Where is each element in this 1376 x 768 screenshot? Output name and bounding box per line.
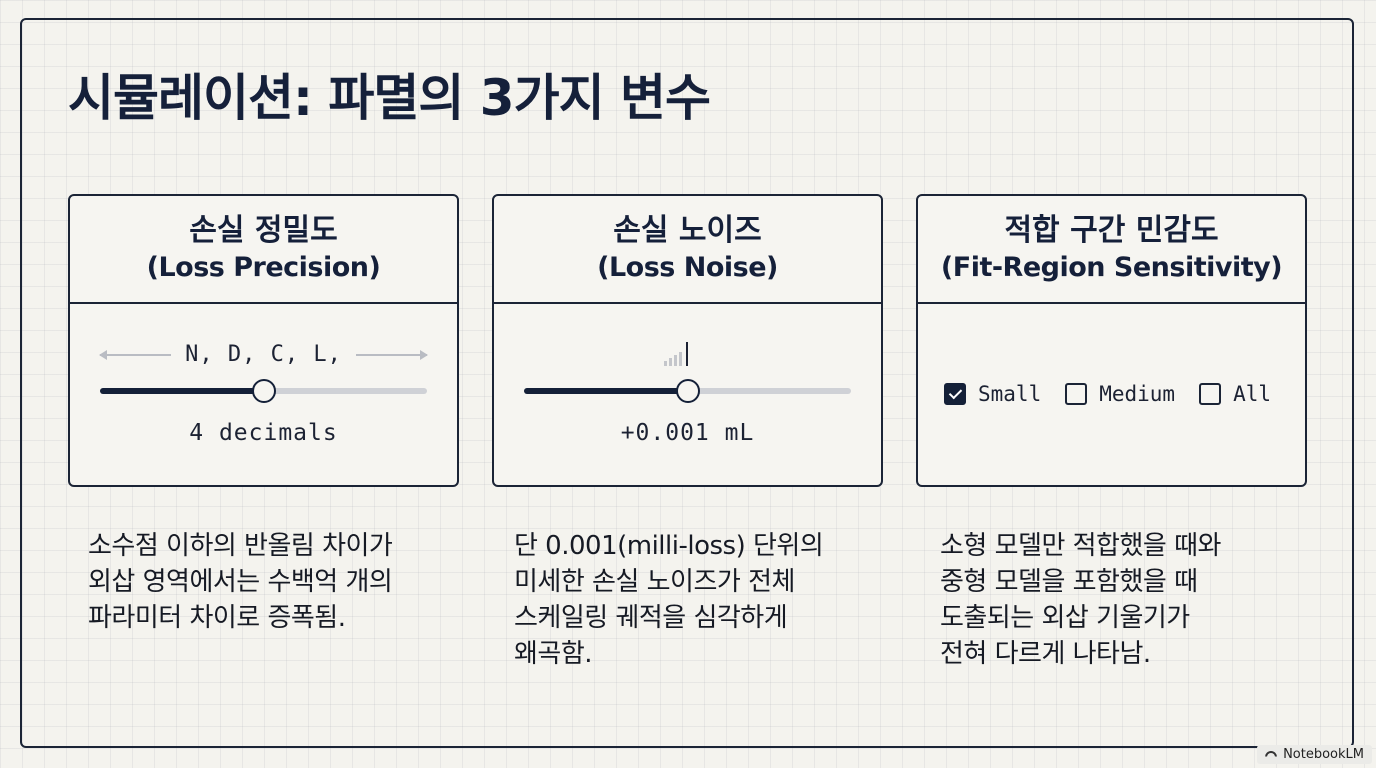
slider-fill bbox=[100, 388, 264, 394]
slider-fill bbox=[524, 388, 688, 394]
description-line: 소수점 이하의 반올림 차이가 bbox=[88, 531, 393, 561]
loss-noise-card: 손실 노이즈 (Loss Noise) +0.001 mL bbox=[492, 194, 883, 487]
brand-label: NotebookLM bbox=[1283, 747, 1364, 762]
noise-slider[interactable] bbox=[524, 379, 851, 403]
description-line: 외삽 영역에서는 수백억 개의 bbox=[88, 567, 393, 597]
description-line: 왜곡함. bbox=[514, 639, 593, 669]
description-line: 미세한 손실 노이즈가 전체 bbox=[514, 567, 795, 597]
small-checkbox[interactable] bbox=[944, 383, 966, 405]
description-line: 전혀 다르게 나타남. bbox=[940, 639, 1151, 669]
fit-region-card: 적합 구간 민감도 (Fit-Region Sensitivity) Small… bbox=[916, 194, 1307, 487]
option-medium[interactable]: Medium bbox=[1065, 382, 1175, 406]
description-line: 도출되는 외삽 기울기가 bbox=[940, 603, 1190, 633]
card-header: 손실 정밀도 (Loss Precision) bbox=[70, 196, 457, 304]
card-body: Small Medium All bbox=[918, 304, 1305, 485]
fit-region-description: 소형 모델만 적합했을 때와 중형 모델을 포함했을 때 도출되는 외삽 기울기… bbox=[940, 528, 1221, 672]
card-body: N, D, C, L, 4 decimals bbox=[70, 304, 457, 485]
signal-bars-icon bbox=[664, 342, 690, 366]
params-row: N, D, C, L, bbox=[98, 342, 429, 367]
option-small[interactable]: Small bbox=[944, 382, 1041, 406]
card-title-english: (Fit-Region Sensitivity) bbox=[940, 252, 1283, 283]
loss-precision-card: 손실 정밀도 (Loss Precision) N, D, C, L, 4 de… bbox=[68, 194, 459, 487]
description-line: 소형 모델만 적합했을 때와 bbox=[940, 531, 1221, 561]
card-title-korean: 적합 구간 민감도 bbox=[1004, 213, 1219, 248]
option-all[interactable]: All bbox=[1199, 382, 1271, 406]
precision-slider[interactable] bbox=[100, 379, 427, 403]
all-checkbox[interactable] bbox=[1199, 383, 1222, 405]
description-line: 스케일링 궤적을 심각하게 bbox=[514, 603, 788, 633]
card-body: +0.001 mL bbox=[494, 304, 881, 485]
medium-checkbox[interactable] bbox=[1065, 383, 1088, 405]
description-line: 파라미터 차이로 증폭됨. bbox=[88, 603, 346, 633]
loss-precision-description: 소수점 이하의 반올림 차이가 외삽 영역에서는 수백억 개의 파라미터 차이로… bbox=[88, 528, 393, 636]
option-label: All bbox=[1233, 382, 1272, 406]
noise-value: +0.001 mL bbox=[620, 420, 755, 446]
description-line: 단 0.001(milli-loss) 단위의 bbox=[514, 531, 824, 561]
option-label: Small bbox=[978, 382, 1042, 406]
loss-noise-description: 단 0.001(milli-loss) 단위의 미세한 손실 노이즈가 전체 스… bbox=[514, 528, 824, 672]
fit-region-options: Small Medium All bbox=[944, 382, 1289, 406]
page-title: 시뮬레이션: 파멸의 3가지 변수 bbox=[68, 69, 711, 127]
right-arrow-icon bbox=[355, 349, 429, 360]
card-title-korean: 손실 노이즈 bbox=[613, 213, 762, 248]
precision-value: 4 decimals bbox=[189, 420, 338, 446]
notebooklm-watermark: NotebookLM bbox=[1257, 745, 1372, 764]
card-title-english: (Loss Noise) bbox=[597, 252, 778, 283]
params-label: N, D, C, L, bbox=[185, 342, 342, 367]
slider-thumb[interactable] bbox=[251, 379, 276, 403]
card-title-english: (Loss Precision) bbox=[146, 252, 381, 283]
left-arrow-icon bbox=[98, 349, 172, 360]
notebooklm-logo-icon bbox=[1265, 750, 1279, 760]
card-header: 적합 구간 민감도 (Fit-Region Sensitivity) bbox=[918, 196, 1305, 304]
slider-thumb[interactable] bbox=[675, 379, 700, 403]
card-title-korean: 손실 정밀도 bbox=[189, 213, 338, 248]
card-header: 손실 노이즈 (Loss Noise) bbox=[494, 196, 881, 304]
option-label: Medium bbox=[1099, 382, 1176, 406]
description-line: 중형 모델을 포함했을 때 bbox=[940, 567, 1198, 597]
slide-frame bbox=[20, 18, 1354, 748]
